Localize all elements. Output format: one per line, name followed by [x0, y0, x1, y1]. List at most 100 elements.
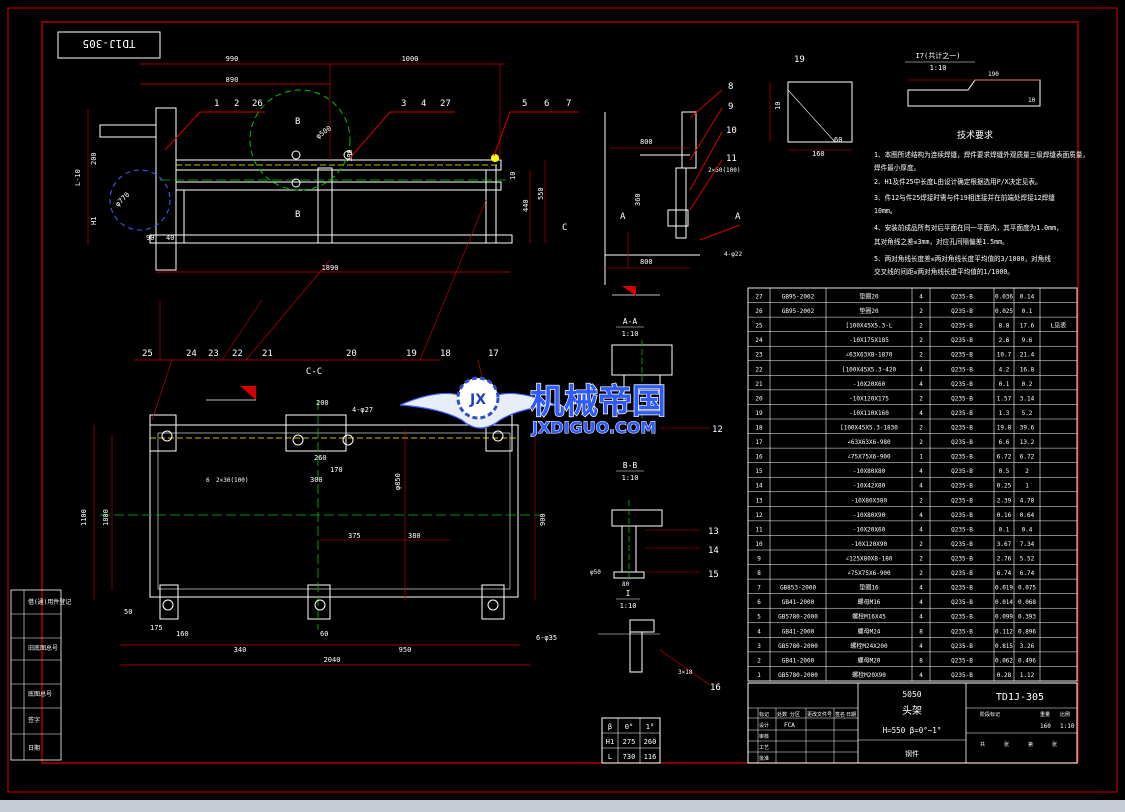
bom-cell: -10X80X90 — [853, 512, 886, 519]
bom-cell: 螺栓M24X200 — [850, 642, 888, 650]
callout-6: 6 — [544, 99, 549, 109]
section-mark-b-bot: B — [295, 210, 300, 220]
bom-cell: 2 — [919, 337, 923, 344]
tech-line-6: 其对角线之差≤3mm，对应孔间隔偏差1.5mm。 — [874, 237, 1009, 246]
weld-flag — [622, 286, 636, 296]
plan-view: C-C 2040 340 950 1100 1800 900 375 380 — [80, 199, 557, 666]
strip-label-1: 旧底图总号 — [28, 644, 58, 652]
bom-cell: 0.28 — [997, 672, 1012, 679]
bom-cell: -10X20X60 — [853, 526, 886, 533]
dim-bb-850: φ50 — [590, 569, 601, 576]
dim-2x50: 2×50(100) — [708, 167, 741, 174]
bom-cell: ∠63X63X6-980 — [847, 439, 891, 446]
bom-cell: 2 — [919, 395, 923, 402]
callout-3: 3 — [401, 99, 406, 109]
callout-17: 17 — [488, 349, 499, 359]
bom-cell: Q235-B — [951, 454, 973, 461]
bom-cell: 14 — [755, 483, 763, 490]
section-views: A-A 1:10 12 B-B 1:10 13 14 15 80 φ50 I 1… — [590, 317, 723, 693]
section-mark-a-right: A — [735, 212, 741, 222]
tech-line-8: 交叉线的间距≤两对角线长度平均值的1/1000。 — [874, 267, 1014, 276]
dim-260: 260 — [314, 454, 327, 462]
callout-26: 26 — [252, 99, 263, 109]
dim-60b: 60 — [320, 630, 328, 638]
bom-cell: 8 — [919, 657, 923, 664]
drawing-number-tag: TD1J-305 — [83, 37, 136, 50]
bom-cell: 0.075 — [1018, 585, 1036, 592]
tb-role-0: 设计 — [759, 722, 769, 729]
tech-line-1: 焊件最小厚度。 — [874, 163, 920, 172]
bom-cell: 2 — [919, 424, 923, 431]
bom-cell: 垫圈16 — [859, 584, 879, 592]
tb-role-1: 审核 — [759, 733, 769, 740]
detail-view: 160 60 19 10 I7(共计之一) 1:10 190 10 — [769, 51, 1041, 158]
detail-dim-190: 190 — [988, 71, 999, 78]
drawing-number-box — [57, 31, 161, 59]
tech-title: 技术要求 — [957, 129, 993, 141]
bom-cell: [100X45X5.3-L — [846, 323, 893, 330]
dim-3x18: 3×18 — [678, 669, 693, 676]
bom-cell: GB5780-2000 — [778, 672, 818, 679]
bom-cell: 4 — [757, 628, 761, 635]
tb-label-2: 分区 — [790, 711, 800, 718]
section-mark-c: C — [562, 223, 567, 233]
dim-380: 380 — [408, 532, 421, 540]
bom-cell: 0.393 — [1018, 614, 1036, 621]
bom-cell: 4 — [919, 410, 923, 417]
bom-cell: 2 — [919, 570, 923, 577]
tb-sheet-0: 共 — [980, 741, 985, 748]
bom-cell: 2.76 — [997, 555, 1012, 562]
dim-4phi22: 4-φ22 — [724, 251, 742, 258]
bom-cell: [100X45X5.3-420 — [842, 366, 897, 373]
bom-cell: 26 — [755, 308, 763, 315]
detail-dim-160: 160 — [812, 150, 825, 158]
callout-20: 20 — [346, 349, 357, 359]
bom-cell: 4 — [919, 483, 923, 490]
dim-h1: H1 — [90, 217, 98, 225]
callout-16: 16 — [710, 683, 721, 693]
tb-name: 头架 — [902, 705, 922, 717]
bom-cell: GB95-2002 — [782, 308, 815, 315]
tb-scale: 1:10 — [1060, 723, 1075, 730]
bom-cell: 8 — [757, 570, 761, 577]
bom-cell: Q235-B — [951, 497, 973, 504]
bom-cell: 5 — [757, 614, 761, 621]
bom-cell: 0.1 — [999, 381, 1010, 388]
angle-r0-c2: 260 — [644, 738, 657, 746]
bom-cell: 4 — [919, 614, 923, 621]
dim-800a: 800 — [640, 138, 653, 146]
dim-6: 6 — [206, 477, 210, 484]
outer-border — [7, 7, 1118, 793]
bom-cell: 0.1 — [1022, 308, 1033, 315]
bom-cell: 0.1 — [999, 526, 1010, 533]
bom-cell: Q235-B — [951, 585, 973, 592]
bom-cell: 0.068 — [1018, 599, 1036, 606]
tb-label-0: 标记 — [759, 711, 769, 718]
bom-cell: 2.39 — [997, 497, 1012, 504]
tb-role-3: 批准 — [759, 755, 769, 762]
dim-1800: 1800 — [102, 509, 110, 526]
bom-cell: -10X120X175 — [849, 395, 889, 402]
bom-cell: 17.6 — [1020, 323, 1035, 330]
left-binding-strip: 借(通)用件登记 旧底图总号 底图总号 签字 日期 — [10, 589, 71, 761]
tech-line-7: 5、两对角线长度差≤两对角线长度平均值的3/1000，对角线 — [874, 254, 1051, 263]
strip-label-2: 底图总号 — [28, 690, 52, 698]
callout-2: 2 — [234, 99, 239, 109]
bom-cell: Q235-B — [951, 628, 973, 635]
bom-cell: 4 — [919, 512, 923, 519]
bom-cell: 4 — [919, 585, 923, 592]
callout-22: 22 — [232, 349, 243, 359]
callout-27: 27 — [440, 99, 451, 109]
bom-cell: GB5780-2000 — [778, 643, 818, 650]
dim-950: 950 — [399, 646, 412, 654]
tb-sheet-2: 第 — [1028, 741, 1033, 748]
bom-cell: 3 — [757, 643, 761, 650]
bom-cell: 5.52 — [1020, 555, 1035, 562]
bom-cell: Q235-B — [951, 468, 973, 475]
detail-dim-10b: 10 — [1028, 97, 1036, 104]
dim-bb-80: 80 — [622, 581, 630, 588]
bom-cell: 0.25 — [997, 483, 1012, 490]
tech-line-0: 1、本图所述结构为连续焊缝，焊件要求焊缝外观质量三级焊缝表面质量， — [874, 150, 1089, 159]
bom-cell: 6.6 — [999, 439, 1010, 446]
